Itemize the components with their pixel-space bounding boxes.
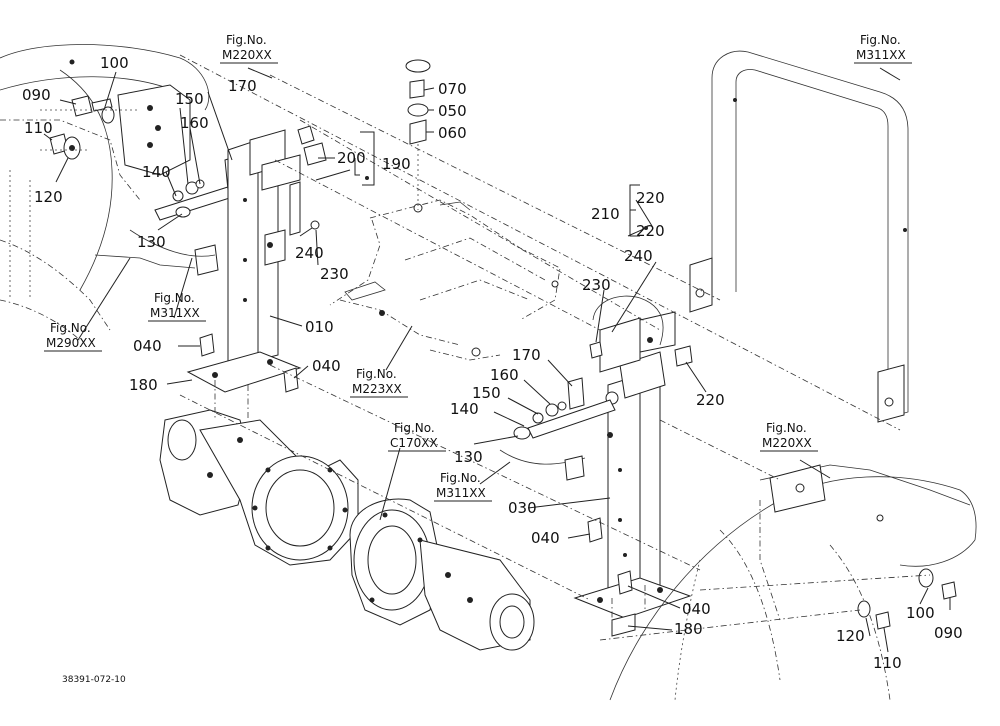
leader-lines (43, 67, 951, 653)
figure-ref-label: Fig.No. (154, 291, 195, 305)
callout-19: 060 (438, 124, 467, 142)
callout-7: 140 (142, 163, 171, 181)
floor-plate (329, 199, 561, 361)
figure-ref-m220xx: Fig.No.M220XX (760, 421, 818, 452)
figure-ref-m311xx: Fig.No.M311XX (148, 291, 206, 322)
drawing-code: 38391-072-10 (62, 675, 126, 685)
figure-ref-c170xx: Fig.No.C170XX (388, 421, 446, 452)
callout-33: 040 (682, 600, 711, 618)
callout-10: 190 (382, 155, 411, 173)
callout-1: 090 (22, 86, 51, 104)
figure-ref-number: M223XX (352, 382, 402, 396)
callout-34: 180 (674, 620, 703, 638)
callout-9: 200 (337, 149, 366, 167)
figure-ref-number: M220XX (222, 48, 272, 62)
callout-12: 230 (320, 265, 349, 283)
figure-ref-m311xx: Fig.No.M311XX (854, 33, 912, 64)
figure-ref-label: Fig.No. (440, 471, 481, 485)
left-fender (0, 44, 210, 341)
callout-32: 040 (531, 529, 560, 547)
callout-27: 150 (472, 384, 501, 402)
figure-ref-number: M220XX (762, 436, 812, 450)
figure-ref-m311xx: Fig.No.M311XX (434, 471, 492, 502)
callout-22: 220 (636, 222, 665, 240)
callout-29: 130 (454, 448, 483, 466)
left-axle-housing (159, 409, 359, 566)
right-pivot-hardware (499, 377, 616, 481)
figure-ref-label: Fig.No. (860, 33, 901, 47)
left-rops-post (186, 125, 327, 393)
callout-25: 170 (512, 346, 541, 364)
figure-ref-label: Fig.No. (356, 367, 397, 381)
callout-13: 010 (305, 318, 334, 336)
callout-21: 210 (591, 205, 620, 223)
callout-31: 030 (508, 499, 537, 517)
callout-38: 110 (873, 654, 902, 672)
assembly-centerlines (40, 54, 931, 641)
callout-15: 040 (312, 357, 341, 375)
callout-8: 130 (137, 233, 166, 251)
callout-2: 110 (24, 119, 53, 137)
figure-ref-number: M311XX (856, 48, 906, 62)
callout-14: 040 (133, 337, 162, 355)
callout-36: 090 (934, 624, 963, 642)
callout-18: 050 (438, 102, 467, 120)
callout-24: 230 (582, 276, 611, 294)
callout-11: 240 (295, 244, 324, 262)
callout-5: 170 (228, 77, 257, 95)
rops-upper-arch (689, 50, 909, 423)
figure-ref-number: M311XX (436, 486, 486, 500)
center-cap-stack (405, 59, 431, 210)
callout-0: 100 (100, 54, 129, 72)
callout-20: 220 (636, 189, 665, 207)
callout-35: 100 (906, 604, 935, 622)
callout-26: 160 (490, 366, 519, 384)
right-fender (609, 464, 977, 701)
figure-ref-number: C170XX (390, 436, 438, 450)
figure-ref-label: Fig.No. (766, 421, 807, 435)
figure-ref-m220xx: Fig.No.M220XX (220, 33, 278, 64)
callout-37: 120 (836, 627, 865, 645)
figure-ref-number: M311XX (150, 306, 200, 320)
callout-28: 140 (450, 400, 479, 418)
callout-23: 240 (624, 247, 653, 265)
bracket-group-190 (360, 131, 375, 186)
figure-references: Fig.No.M220XXFig.No.M311XXFig.No.M311XXF… (44, 33, 912, 502)
figure-ref-m290xx: Fig.No.M290XX (44, 321, 102, 352)
callout-4: 150 (175, 90, 204, 108)
callout-labels: 100 090 110 120 150 170 160 140 130 200 190 240 230 0… (22, 54, 963, 672)
callout-3: 120 (34, 188, 63, 206)
figure-ref-m223xx: Fig.No.M223XX (350, 367, 408, 398)
bracket-group-210 (629, 184, 640, 237)
right-axle-housing (349, 498, 535, 651)
callout-30: 220 (696, 391, 725, 409)
callout-6: 160 (180, 114, 209, 132)
figure-ref-label: Fig.No. (394, 421, 435, 435)
figure-ref-label: Fig.No. (226, 33, 267, 47)
callout-17: 070 (438, 80, 467, 98)
callout-16: 180 (129, 376, 158, 394)
right-rops-post (573, 295, 693, 637)
left-mount-plate (49, 84, 191, 176)
figure-ref-label: Fig.No. (50, 321, 91, 335)
figure-ref-number: M290XX (46, 336, 96, 350)
